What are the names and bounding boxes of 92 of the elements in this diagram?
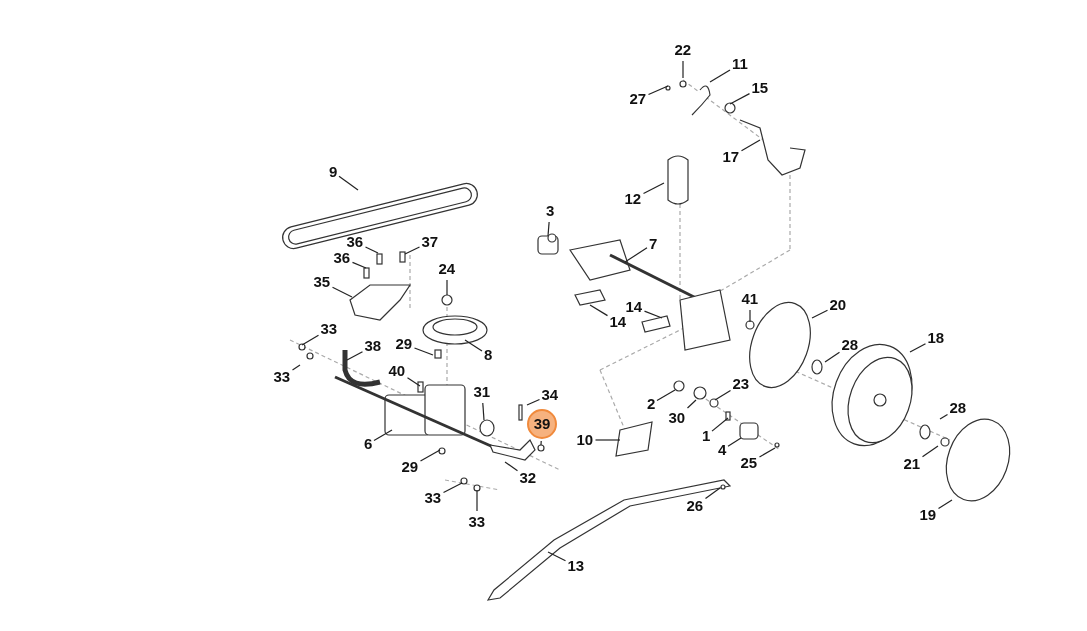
callout-number: 22	[674, 41, 692, 59]
leader-line	[338, 175, 359, 191]
leader-line	[446, 279, 448, 296]
leader-line	[642, 182, 665, 195]
callout-number: 23	[732, 375, 750, 393]
leader-line	[476, 489, 478, 512]
leader-line	[824, 351, 841, 363]
leader-line	[939, 413, 949, 420]
leader-line	[714, 389, 732, 401]
leader-line	[331, 286, 353, 298]
callout-number: 14	[625, 298, 643, 316]
leader-line	[504, 461, 519, 472]
callout-number: 13	[567, 557, 585, 575]
leader-line	[921, 445, 939, 458]
callout-number: 17	[722, 148, 740, 166]
leader-line	[749, 309, 751, 323]
callout-number: 20	[829, 296, 847, 314]
callout-number: 32	[519, 469, 537, 487]
callout-number: 33	[424, 489, 442, 507]
leader-line	[643, 310, 663, 319]
leader-line	[711, 417, 729, 432]
leader-line	[589, 304, 609, 317]
callout-number: 37	[421, 233, 439, 251]
callout-number: 25	[740, 454, 758, 472]
leader-line	[406, 377, 421, 387]
callout-number: 33	[273, 368, 291, 386]
callout-number: 30	[668, 409, 686, 427]
leader-line	[301, 334, 320, 346]
callout-number: 8	[484, 346, 493, 364]
leader-line	[526, 398, 541, 406]
callout-number: 2	[647, 395, 656, 413]
callout-number: 4	[718, 441, 727, 459]
leader-line	[758, 447, 776, 458]
leader-line	[419, 449, 441, 462]
leader-line	[540, 440, 542, 446]
leader-line	[729, 93, 751, 105]
callout-number: 28	[841, 336, 859, 354]
leader-line	[413, 347, 434, 356]
leader-line	[937, 499, 953, 510]
leader-line	[656, 389, 676, 402]
leader-line	[351, 261, 367, 269]
callout-number: 28	[949, 399, 967, 417]
callout-number: 10	[576, 431, 594, 449]
callout-number: 29	[401, 458, 419, 476]
callout-number: 33	[468, 513, 486, 531]
leader-line	[594, 439, 621, 441]
leader-line	[291, 364, 301, 371]
leader-line	[811, 309, 829, 319]
leader-line	[346, 351, 364, 361]
callout-number: 27	[629, 90, 647, 108]
callout-number: 41	[741, 290, 759, 308]
leader-line	[464, 339, 483, 352]
callout-number: 18	[927, 329, 945, 347]
leader-line	[682, 60, 684, 79]
leader-line	[373, 429, 393, 442]
leader-line	[704, 487, 721, 500]
leader-line	[686, 399, 697, 409]
leader-line	[404, 246, 421, 255]
callout-number: 21	[903, 455, 921, 473]
callout-number: 24	[438, 260, 456, 278]
leader-line	[442, 482, 463, 494]
leader-line	[647, 85, 669, 96]
callout-number: 36	[333, 249, 351, 267]
callout-number: 1	[702, 427, 711, 445]
callout-number: 35	[313, 273, 331, 291]
callout-number: 26	[686, 497, 704, 515]
callout-number: 12	[624, 190, 642, 208]
callout-number: 33	[320, 320, 338, 338]
leader-line	[364, 246, 379, 254]
callout-number: 7	[649, 235, 658, 253]
leader-line	[547, 551, 567, 562]
leader-line	[482, 402, 485, 421]
leader-line	[547, 221, 550, 237]
leader-line	[709, 69, 731, 83]
callout-number: 11	[732, 55, 748, 73]
callout-number: 15	[751, 79, 769, 97]
highlighted-callout-number: 39	[527, 409, 557, 439]
callout-number: 29	[395, 335, 413, 353]
callout-number: 40	[388, 362, 406, 380]
leader-line	[909, 343, 927, 353]
callout-number: 6	[364, 435, 373, 453]
callout-number: 38	[364, 337, 382, 355]
callout-number: 36	[346, 233, 364, 251]
callout-number: 34	[541, 386, 559, 404]
callout-number: 3	[546, 202, 555, 220]
callout-number: 14	[609, 313, 627, 331]
leader-line	[624, 247, 648, 263]
leader-line	[727, 437, 742, 447]
callout-number: 19	[919, 506, 937, 524]
leader-line	[740, 139, 761, 152]
callout-number: 31	[473, 383, 491, 401]
callout-number: 9	[329, 163, 338, 181]
